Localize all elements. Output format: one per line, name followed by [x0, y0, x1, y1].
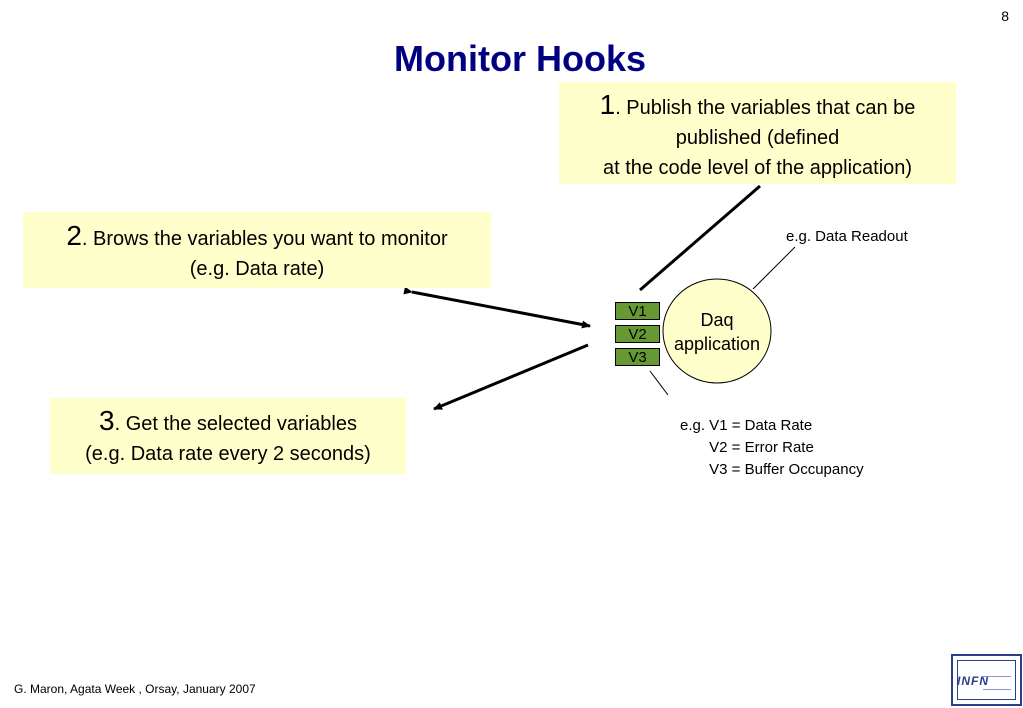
step3-line1: . Get the selected variables	[114, 413, 357, 435]
example-v2: V2 = Error Rate	[680, 439, 814, 456]
step2-line2: (e.g. Data rate)	[189, 258, 325, 280]
infn-logo: INFN	[951, 654, 1022, 706]
variable-examples: e.g. V1 = Data Rate V2 = Error Rate V3 =…	[680, 415, 864, 481]
variable-v3: V3	[615, 348, 660, 366]
daq-label-line2: application	[673, 334, 761, 354]
step2-line1: . Brows the variables you want to monito…	[81, 228, 448, 250]
footer-credit: G. Maron, Agata Week , Orsay, January 20…	[14, 682, 256, 696]
step1-number: 1	[599, 89, 616, 120]
step1-line1: . Publish the variables that can be	[615, 97, 916, 119]
step1-box: 1. Publish the variables that can be pub…	[559, 82, 956, 184]
step2-box: 2. Brows the variables you want to monit…	[23, 212, 491, 288]
step3-line2: (e.g. Data rate every 2 seconds)	[85, 443, 371, 465]
slide-title: Monitor Hooks	[394, 38, 646, 79]
example-v1: e.g. V1 = Data Rate	[680, 417, 813, 434]
logo-decoration	[983, 676, 1011, 690]
logo-text: INFN	[957, 674, 989, 688]
step2-number: 2	[66, 220, 82, 251]
step1-line2: published (defined	[675, 127, 840, 149]
variable-v2: V2	[615, 325, 660, 343]
connector-examples	[649, 370, 669, 396]
connector-box1-to-vars	[639, 184, 761, 292]
daq-application-ellipse	[662, 278, 772, 384]
step1-line3: at the code level of the application)	[602, 157, 913, 179]
readout-example-label: e.g. Data Readout	[786, 228, 908, 245]
step3-box: 3. Get the selected variables (e.g. Data…	[50, 398, 406, 474]
slide-number: 8	[1001, 8, 1009, 24]
variable-v1: V1	[615, 302, 660, 320]
step3-number: 3	[99, 405, 115, 436]
arrow-get-variables	[433, 343, 589, 411]
arrow-browse	[403, 286, 591, 329]
example-v3: V3 = Buffer Occupancy	[680, 461, 864, 478]
daq-label-line1: Daq	[700, 310, 734, 330]
connector-readout-label	[752, 246, 796, 290]
daq-application-label: Daq application	[658, 308, 776, 356]
logo-frame	[957, 660, 1016, 700]
